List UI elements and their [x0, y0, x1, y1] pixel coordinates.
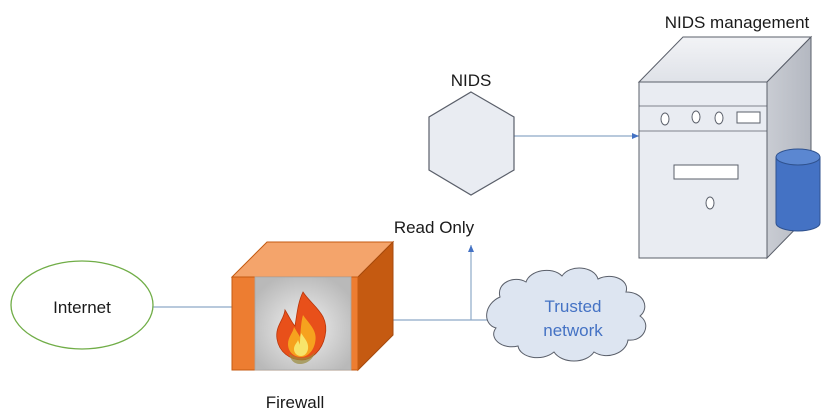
trusted-network-label-line1: Trusted [544, 297, 601, 316]
nids-management-node: NIDS management [637, 13, 821, 260]
server-button-1 [660, 112, 670, 126]
server-drive-slot [673, 164, 739, 180]
internet-label: Internet [53, 298, 111, 317]
cloud-shape [486, 267, 647, 362]
nids-label: NIDS [451, 71, 492, 90]
trusted-network-node: Trusted network [486, 267, 647, 362]
firewall-label: Firewall [266, 393, 325, 412]
connectors [153, 133, 639, 321]
server-button-3 [714, 111, 724, 125]
nids-hexagon [428, 91, 515, 196]
nids-management-label: NIDS management [665, 13, 810, 32]
fire-icon [276, 291, 327, 364]
server-display-slot [736, 111, 761, 124]
read-only-label: Read Only [394, 218, 475, 237]
server-button-2 [691, 110, 701, 124]
database-cylinder-icon [775, 148, 821, 232]
internet-ellipse [10, 260, 154, 350]
server-power-led [705, 196, 715, 210]
firewall-node: Firewall [230, 240, 395, 412]
internet-node: Internet [10, 260, 154, 350]
nids-node: NIDS [428, 71, 515, 196]
trusted-network-label-line2: network [543, 321, 603, 340]
